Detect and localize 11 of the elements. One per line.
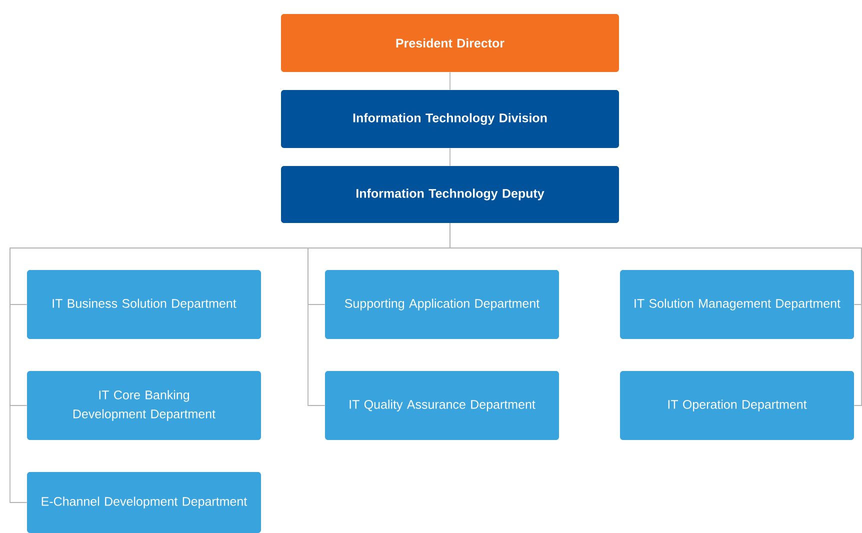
department-box: IT Core Banking Development Department bbox=[27, 371, 261, 440]
department-box: Supporting Application Department bbox=[325, 270, 559, 339]
connector-line bbox=[10, 222, 450, 503]
title-box: President Director bbox=[281, 14, 619, 72]
department-box: IT Solution Management Department bbox=[620, 270, 854, 339]
department-box: IT Operation Department bbox=[620, 371, 854, 440]
division-box: Information Technology Deputy bbox=[281, 166, 619, 223]
department-box: IT Quality Assurance Department bbox=[325, 371, 559, 440]
division-box: Information Technology Division bbox=[281, 90, 619, 148]
department-box: E-Channel Development Department bbox=[27, 472, 261, 533]
department-box: IT Business Solution Department bbox=[27, 270, 261, 339]
